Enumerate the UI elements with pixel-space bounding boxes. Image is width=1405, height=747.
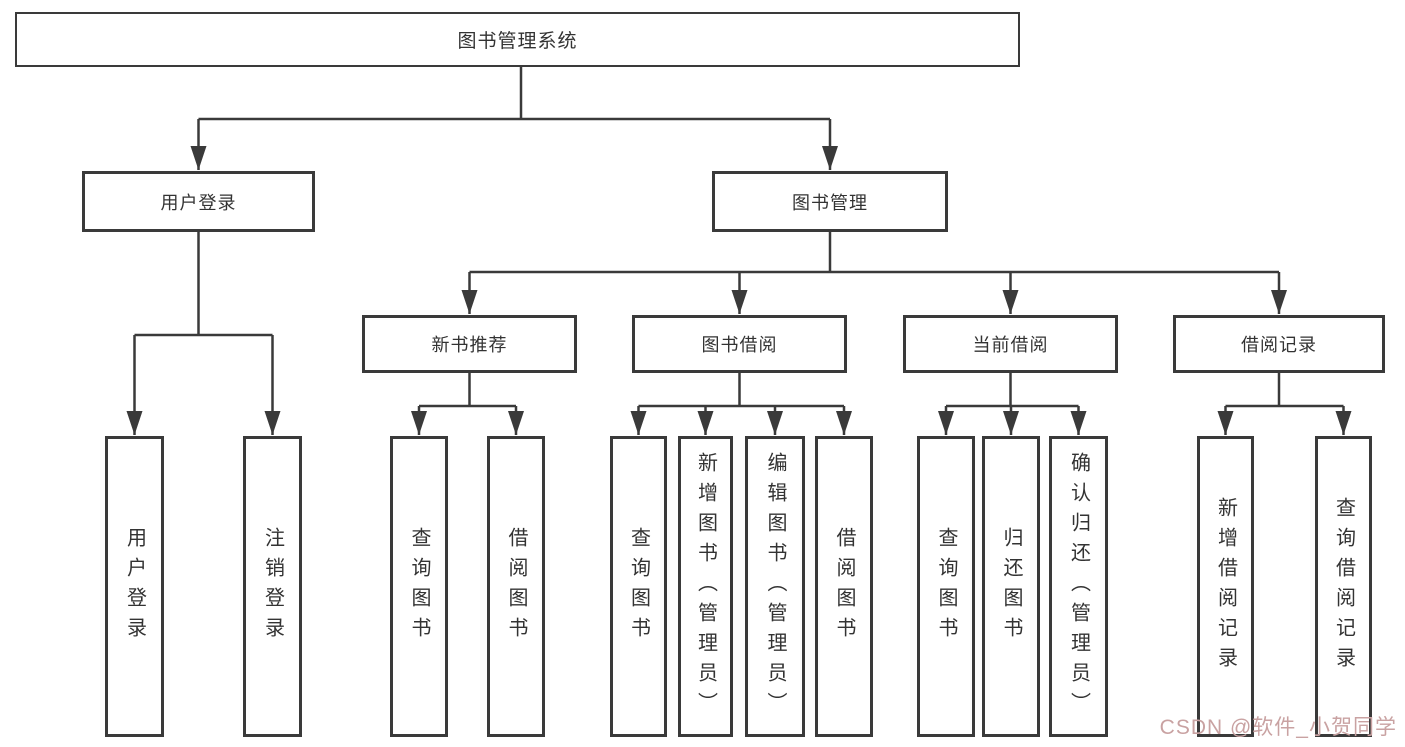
leaf-cb-confirm-return-admin-label: 确认归还（管理员） bbox=[1067, 451, 1090, 722]
leaf-logout: 注销登录 bbox=[243, 436, 302, 737]
leaf-nbr-query-books: 查询图书 bbox=[390, 436, 448, 737]
leaf-cb-query-books: 查询图书 bbox=[917, 436, 975, 737]
node-book-borrowing: 图书借阅 bbox=[632, 315, 847, 373]
leaf-bb-borrow-books-label: 借阅图书 bbox=[833, 526, 855, 647]
leaf-logout-label: 注销登录 bbox=[261, 526, 284, 647]
leaf-bb-add-books-admin: 新增图书（管理员） bbox=[678, 436, 733, 737]
csdn-watermark: CSDN @软件_小贺同学 bbox=[1159, 716, 1397, 739]
node-current-borrowing: 当前借阅 bbox=[903, 315, 1118, 373]
leaf-br-query-record: 查询借阅记录 bbox=[1315, 436, 1372, 737]
node-borrowing-records: 借阅记录 bbox=[1173, 315, 1385, 373]
leaf-nbr-borrow-books: 借阅图书 bbox=[487, 436, 545, 737]
node-new-book-recommend: 新书推荐 bbox=[362, 315, 577, 373]
leaf-cb-return-books-label: 归还图书 bbox=[1000, 526, 1022, 647]
node-user-login-group: 用户登录 bbox=[82, 171, 315, 232]
leaf-bb-edit-books-admin-label: 编辑图书（管理员） bbox=[764, 451, 786, 722]
leaf-bb-add-books-admin-label: 新增图书（管理员） bbox=[694, 451, 717, 722]
leaf-cb-return-books: 归还图书 bbox=[982, 436, 1040, 737]
leaf-nbr-query-books-label: 查询图书 bbox=[408, 526, 430, 647]
leaf-bb-borrow-books: 借阅图书 bbox=[815, 436, 873, 737]
leaf-bb-query-books-label: 查询图书 bbox=[627, 526, 650, 647]
leaf-br-add-record-label: 新增借阅记录 bbox=[1214, 496, 1237, 677]
leaf-nbr-borrow-books-label: 借阅图书 bbox=[505, 526, 527, 647]
leaf-user-login-label: 用户登录 bbox=[123, 526, 146, 647]
leaf-cb-confirm-return-admin: 确认归还（管理员） bbox=[1049, 436, 1108, 737]
leaf-bb-edit-books-admin: 编辑图书（管理员） bbox=[745, 436, 805, 737]
node-root-library-system: 图书管理系统 bbox=[15, 12, 1020, 67]
node-book-management-group: 图书管理 bbox=[712, 171, 948, 232]
leaf-br-add-record: 新增借阅记录 bbox=[1197, 436, 1254, 737]
leaf-user-login: 用户登录 bbox=[105, 436, 164, 737]
leaf-br-query-record-label: 查询借阅记录 bbox=[1332, 496, 1355, 677]
leaf-bb-query-books: 查询图书 bbox=[610, 436, 667, 737]
leaf-cb-query-books-label: 查询图书 bbox=[935, 526, 957, 647]
